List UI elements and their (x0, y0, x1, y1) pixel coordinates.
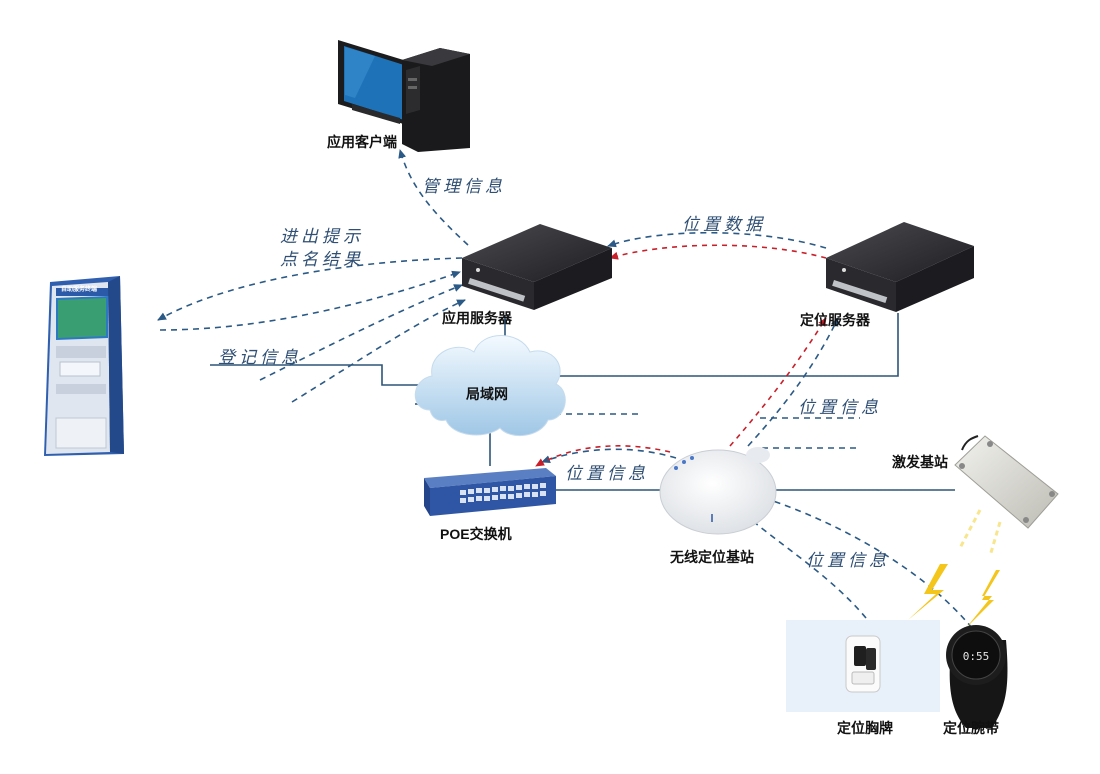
arrow-ap-locserver-red (729, 317, 827, 447)
link-kiosk-lan (210, 364, 430, 386)
signal-bolts (908, 564, 1000, 628)
lan-label: 局域网 (466, 386, 508, 402)
edge-label-pos-data: 位置数据 (682, 215, 766, 235)
exciter-device (954, 435, 1059, 529)
base-station-label: 无线定位基站 (670, 549, 754, 565)
poe-switch-device (424, 468, 556, 516)
loc-server-box (826, 222, 974, 312)
edge-label-pos-info-switch: 位置信息 (565, 464, 649, 484)
badge-device (845, 635, 881, 693)
watch-time: 0:55 (963, 650, 990, 663)
base-station-device (659, 447, 777, 535)
client-computer (338, 40, 470, 152)
badge-label: 定位胸牌 (837, 720, 893, 736)
app-server-label: 应用服务器 (442, 310, 512, 326)
exciter-label: 激发基站 (892, 454, 948, 470)
arrow-ap-switch-blue (541, 448, 677, 463)
edge-label-pos-info-server: 位置信息 (798, 398, 882, 418)
loc-server-label: 定位服务器 (800, 312, 870, 328)
arrow-mgmt (398, 149, 469, 246)
kiosk-screen-title: 自助服务终端 (61, 287, 98, 293)
edge-label-prompt-1: 进出提示 (280, 227, 364, 247)
client-label: 应用客户端 (327, 134, 397, 150)
edge-label-prompt-2: 点名结果 (280, 250, 364, 270)
arrow-ap-switch-red (535, 445, 671, 467)
edge-label-pos-info-tags: 位置信息 (806, 551, 890, 571)
lan-cloud (414, 335, 566, 437)
wristband-label: 定位腕带 (943, 720, 999, 736)
arrow-ap-locserver-blue (747, 317, 839, 447)
signal-glow (958, 509, 1002, 557)
wristband-device: 0:55 (946, 625, 1008, 728)
arrow-pos-data-red (609, 244, 827, 260)
app-server-box (462, 224, 612, 310)
bolt-left (908, 564, 948, 620)
poe-switch-label: POE交换机 (440, 526, 512, 542)
red-dashed-arrows (535, 244, 827, 467)
bolt-right (966, 570, 1000, 628)
arrow-register-1 (159, 270, 461, 331)
arrow-prompt-kiosk (157, 257, 463, 321)
edge-label-register: 登记信息 (218, 348, 302, 368)
kiosk-device (44, 276, 124, 456)
network-links (210, 313, 955, 491)
arrow-register-3 (291, 299, 466, 403)
arrow-pos-data (607, 231, 827, 249)
arrow-register-2 (259, 284, 463, 381)
edge-label-mgmt: 管理信息 (422, 177, 506, 197)
link-locserver-lan (555, 313, 899, 377)
